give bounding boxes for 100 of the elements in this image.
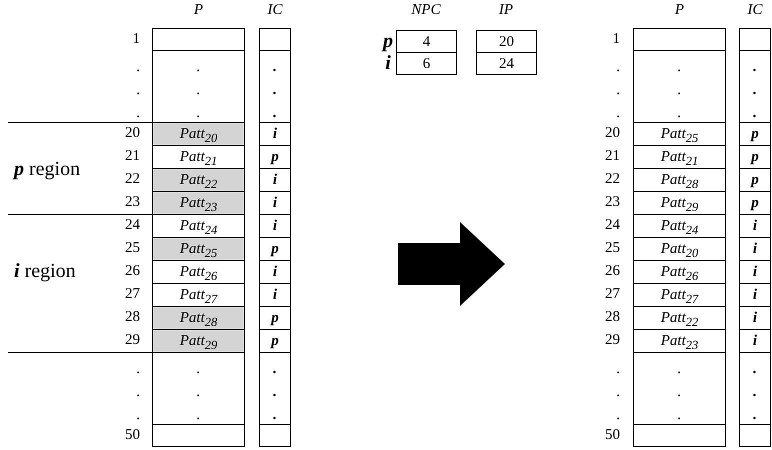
pattern-cell: Patt$_{26}$ [152, 260, 245, 284]
highlighted-pattern-cell: Patt$_{25}$ [152, 237, 245, 261]
ellipsis-dot: . [615, 58, 620, 77]
row-number: 21 [604, 147, 620, 166]
ellipsis-dot: . [676, 360, 682, 379]
pattern-cell: Patt$_{23}$ [633, 329, 726, 353]
row-number: 25 [604, 239, 620, 258]
pattern-cell: Patt$_{28}$ [633, 168, 726, 192]
column-header: IP [498, 2, 514, 19]
ellipsis-dot: . [676, 104, 682, 123]
row-number: 20 [124, 124, 140, 143]
class-cell: i [259, 168, 291, 192]
highlighted-pattern-cell: Patt$_{23}$ [152, 191, 245, 215]
highlighted-pattern-cell: Patt$_{22}$ [152, 168, 245, 192]
ellipsis-dot: . [196, 104, 202, 123]
class-cell: i [259, 260, 291, 284]
ellipsis-dot: . [752, 58, 758, 77]
ellipsis-dot: . [272, 406, 278, 425]
class-cell: p [259, 145, 291, 169]
row-number: 26 [604, 262, 620, 281]
ellipsis-dot: . [196, 58, 202, 77]
pattern-cell: Patt$_{29}$ [633, 191, 726, 215]
region-label: p region [14, 158, 80, 181]
row-number: 27 [604, 285, 620, 304]
value-cell: 4 [396, 30, 457, 53]
value-cell: 20 [476, 30, 537, 53]
row-number: 25 [124, 239, 140, 258]
pattern-cell: Patt$_{20}$ [633, 237, 726, 261]
row-number: 23 [604, 193, 620, 212]
class-cell: i [739, 214, 771, 238]
ellipsis-dot: . [615, 360, 620, 379]
column-header: P [192, 2, 204, 19]
ellipsis-dot: . [615, 104, 620, 123]
ellipsis-dot: . [196, 383, 202, 402]
pattern-cell: Patt$_{24}$ [633, 214, 726, 238]
ellipsis-dot: . [676, 383, 682, 402]
ellipsis-dot: . [752, 104, 758, 123]
column-header: IC [746, 2, 764, 19]
ellipsis-dot: . [135, 383, 140, 402]
class-cell: p [739, 122, 771, 146]
ellipsis-dot: . [676, 406, 682, 425]
row-number: 50 [604, 426, 620, 445]
region-label: i region [14, 260, 76, 283]
ellipsis-dot: . [676, 81, 682, 100]
ellipsis-dot: . [135, 81, 140, 100]
ellipsis-dot: . [676, 58, 682, 77]
value-cell: 24 [476, 52, 537, 75]
class-cell: p [259, 329, 291, 353]
row-number: 21 [124, 147, 140, 166]
class-cell: i [259, 191, 291, 215]
class-cell: i [739, 283, 771, 307]
row-number: 1 [132, 30, 140, 49]
class-cell: i [259, 283, 291, 307]
row-number: 22 [124, 170, 140, 189]
pattern-cell: Patt$_{22}$ [633, 306, 726, 330]
ellipsis-dot: . [272, 383, 278, 402]
row-number: 26 [124, 262, 140, 281]
ellipsis-dot: . [752, 383, 758, 402]
row-label: p [380, 30, 394, 52]
row-number: 28 [604, 308, 620, 327]
ellipsis-dot: . [272, 58, 278, 77]
pattern-cell: Patt$_{21}$ [633, 145, 726, 169]
row-number: 29 [124, 331, 140, 350]
ellipsis-dot: . [615, 81, 620, 100]
ellipsis-dot: . [615, 383, 620, 402]
row-number: 24 [124, 216, 140, 235]
class-cell: i [739, 306, 771, 330]
class-cell: p [259, 237, 291, 261]
ellipsis-dot: . [135, 104, 140, 123]
ellipsis-dot: . [196, 360, 202, 379]
row-label: i [384, 52, 392, 74]
pattern-cell: Patt$_{27}$ [633, 283, 726, 307]
class-cell: i [739, 260, 771, 284]
ellipsis-dot: . [196, 81, 202, 100]
class-cell: i [739, 329, 771, 353]
ellipsis-dot: . [272, 360, 278, 379]
column-header: NPC [410, 2, 442, 19]
ellipsis-dot: . [272, 104, 278, 123]
row-number: 1 [612, 30, 620, 49]
ellipsis-dot: . [615, 406, 620, 425]
class-cell: p [739, 145, 771, 169]
column-header: IC [266, 2, 284, 19]
ellipsis-dot: . [196, 406, 202, 425]
class-cell: i [259, 122, 291, 146]
class-cell: p [739, 191, 771, 215]
row-number: 22 [604, 170, 620, 189]
ellipsis-dot: . [135, 58, 140, 77]
ellipsis-dot: . [135, 360, 140, 379]
row-number: 29 [604, 331, 620, 350]
ellipsis-dot: . [752, 406, 758, 425]
pattern-cell: Patt$_{25}$ [633, 122, 726, 146]
row-number: 24 [604, 216, 620, 235]
ellipsis-dot: . [752, 81, 758, 100]
row-number: 28 [124, 308, 140, 327]
row-number: 27 [124, 285, 140, 304]
class-cell: p [259, 306, 291, 330]
row-number: 23 [124, 193, 140, 212]
pattern-cell: Patt$_{26}$ [633, 260, 726, 284]
class-cell: i [259, 214, 291, 238]
highlighted-pattern-cell: Patt$_{29}$ [152, 329, 245, 353]
